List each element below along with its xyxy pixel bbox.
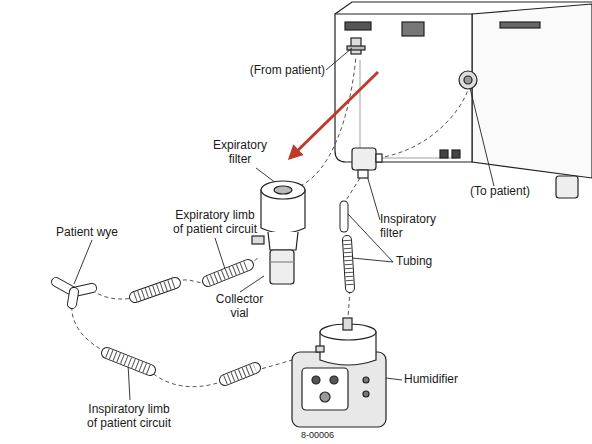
corrugated-tubes — [107, 353, 150, 370]
corrugated-tubes — [208, 265, 248, 281]
ventilator-unit — [440, 150, 448, 158]
corrugated-tubes — [135, 283, 175, 297]
corrugated-tubes — [135, 283, 175, 297]
port-label: (To patient) — [470, 184, 530, 198]
figure-number: 8-00006 — [301, 430, 334, 441]
port-label: (From patient) — [224, 63, 325, 77]
humidifier — [316, 346, 324, 352]
humidifier — [330, 376, 338, 384]
corrugated-tubes — [107, 353, 150, 370]
part-label: Tubing — [396, 254, 432, 268]
red-arrow — [290, 72, 378, 158]
corrugated-tubes — [208, 265, 248, 281]
expiratory-filter — [252, 181, 305, 284]
expiratory-filter — [268, 232, 298, 250]
humidifier — [363, 377, 369, 383]
corrugated-tubes — [340, 205, 349, 228]
corrugated-tubes — [225, 368, 255, 380]
dashed-connections — [348, 290, 350, 318]
expiratory-filter — [270, 250, 294, 284]
corrugated-tubes — [341, 205, 348, 228]
dashed-connections — [72, 56, 468, 387]
expiratory-filter — [274, 186, 292, 194]
ventilator-unit — [556, 176, 578, 198]
leader-lines — [470, 88, 494, 186]
dashed-connections — [151, 372, 224, 387]
humidifier — [320, 392, 330, 402]
leader-lines — [128, 364, 130, 400]
inspiratory-filter — [358, 170, 368, 178]
leader-lines — [74, 48, 494, 400]
corrugated-tubes — [135, 283, 175, 297]
inspiratory-filter — [352, 148, 376, 170]
humidifier — [343, 318, 352, 330]
corrugated-tubes — [347, 240, 350, 288]
part-label: Humidifier — [404, 372, 458, 386]
humidifier — [292, 318, 386, 427]
ventilator-unit — [464, 76, 472, 84]
part-label: Expiratory limb of patient circuit — [170, 208, 260, 236]
dashed-connections — [345, 178, 360, 202]
humidifier — [312, 376, 320, 384]
humidifier — [302, 368, 348, 410]
part-label: Inspiratory limb of patient circuit — [84, 402, 174, 430]
leader-lines — [386, 378, 402, 380]
ventilator-unit — [500, 22, 540, 28]
expiratory-filter — [261, 181, 305, 199]
dashed-connections — [72, 304, 106, 352]
corrugated-tubes — [225, 368, 255, 380]
leader-lines — [215, 238, 226, 272]
part-label: Collector vial — [212, 292, 267, 320]
leader-lines — [366, 172, 380, 220]
patient-wye — [56, 282, 92, 304]
leader-lines — [240, 276, 264, 292]
part-label: Inspiratory filter — [380, 212, 444, 240]
ventilator-unit — [472, 4, 592, 178]
ventilator-unit — [459, 71, 477, 89]
humidifier — [363, 391, 369, 397]
ventilator-unit — [335, 2, 592, 198]
inspiratory-filter — [376, 154, 382, 162]
part-label: Expiratory filter — [208, 138, 272, 166]
leader-lines — [352, 258, 393, 262]
ventilator-unit — [452, 150, 460, 158]
leader-lines — [326, 48, 352, 70]
ventilator-unit — [335, 14, 472, 162]
corrugated-tubes — [347, 240, 350, 288]
leader-lines — [74, 240, 92, 284]
patient-wye — [72, 292, 74, 304]
inspiratory-filter — [352, 148, 382, 178]
patient-wye — [72, 292, 74, 304]
expiratory-filter — [252, 236, 264, 244]
corrugated-tubes — [347, 240, 350, 288]
corrugated-tubes — [208, 265, 248, 281]
ventilator-unit — [345, 22, 371, 30]
dashed-connections — [378, 90, 468, 158]
ventilator-unit — [402, 22, 424, 36]
corrugated-tubes — [107, 353, 150, 370]
part-label: Patient wye — [56, 225, 118, 239]
corrugated-tubes — [225, 368, 255, 380]
expiratory-filter — [270, 261, 294, 262]
dashed-connections — [92, 290, 134, 299]
